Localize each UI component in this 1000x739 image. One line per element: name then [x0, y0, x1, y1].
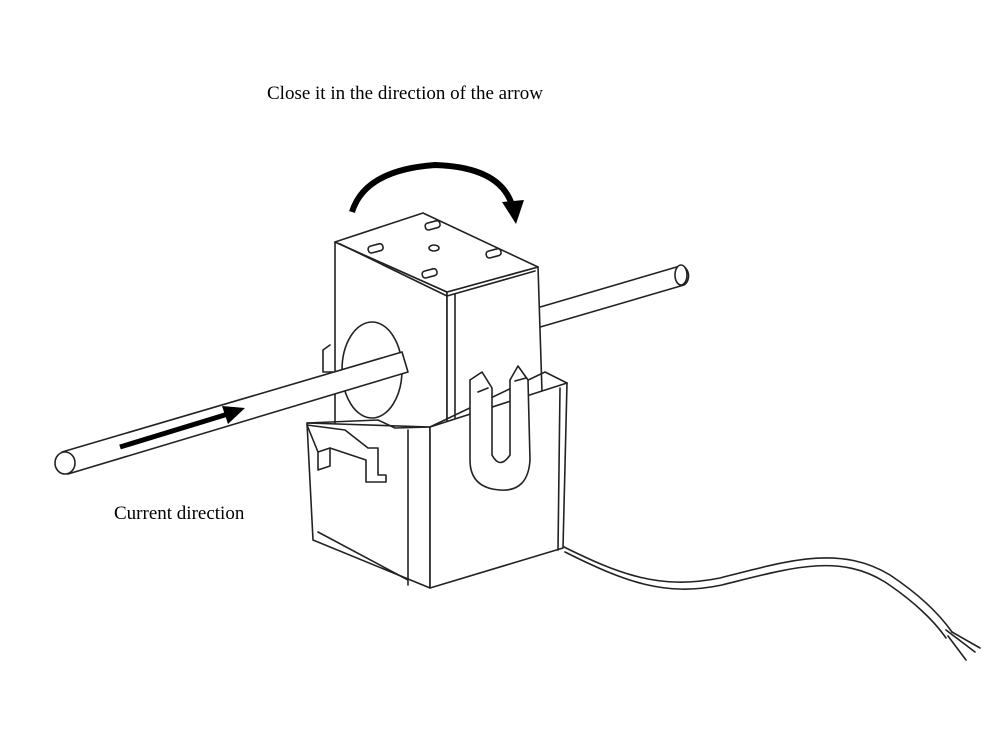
close-direction-arrow [349, 161, 524, 224]
current-direction-label: Current direction [114, 503, 245, 524]
latch-clip [469, 365, 531, 491]
current-direction-arrow [119, 406, 245, 450]
conductor-rod-back [529, 264, 690, 331]
ct-upper-half [322, 212, 543, 429]
instruction-label: Close it in the direction of the arrow [267, 83, 543, 104]
screw-holes [367, 219, 502, 279]
lead-wire [559, 544, 981, 661]
